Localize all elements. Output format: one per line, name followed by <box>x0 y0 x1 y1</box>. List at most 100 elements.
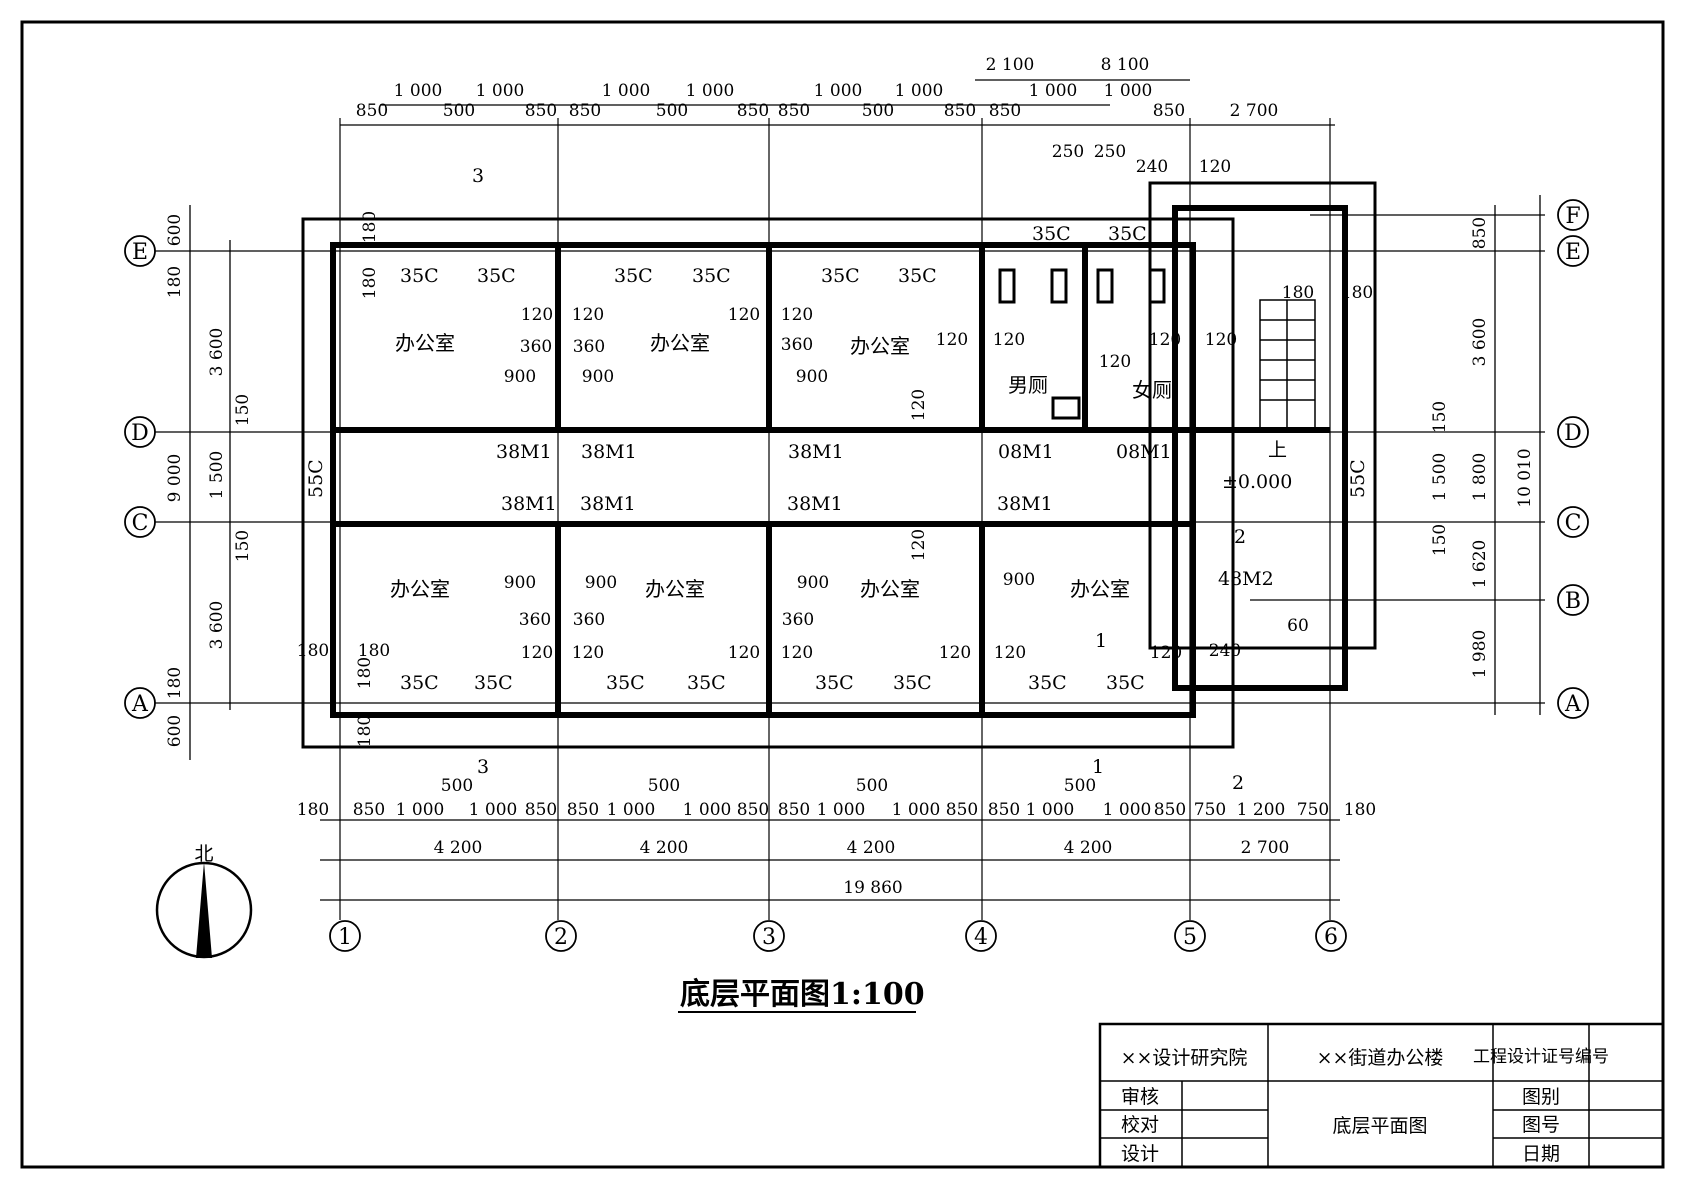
dim-interior: 120 <box>728 643 760 663</box>
title-block-institute: ××设计研究院 <box>1121 1047 1248 1069</box>
window-tag: 35C <box>614 265 653 287</box>
dim-top: 500 <box>443 101 475 121</box>
room-office: 办公室 <box>395 331 455 355</box>
door-tag: 38M1 <box>580 493 636 515</box>
dim-interior: 240 <box>1209 641 1241 661</box>
dim-top: 1 000 <box>394 81 443 101</box>
room-office: 办公室 <box>850 334 910 358</box>
dim-bottom: 850 <box>1154 800 1186 820</box>
window-tag-55c: 55C <box>305 459 327 498</box>
dim-top: 500 <box>862 101 894 121</box>
dim-interior: 360 <box>573 610 605 630</box>
window-tag: 35C <box>606 672 645 694</box>
dim-interior: 60 <box>1287 616 1309 636</box>
dim-interior: 180 <box>358 641 390 661</box>
dim-interior: 900 <box>797 573 829 593</box>
axis-label-2: 2 <box>554 925 568 950</box>
dim-top: 1 000 <box>476 81 525 101</box>
toilet-fixtures <box>998 268 1166 420</box>
window-tag: 35C <box>400 265 439 287</box>
dimension-lines <box>189 79 1541 901</box>
dim-right-total: 10 010 <box>1515 448 1535 507</box>
dim-top: 850 <box>525 101 557 121</box>
window-tag: 35C <box>1028 672 1067 694</box>
dim-bottom: 850 <box>353 800 385 820</box>
stair-up-label: 上 <box>1268 439 1287 461</box>
dim-left: 180 <box>355 715 375 747</box>
door-tag: 08M1 <box>1116 441 1172 463</box>
dim-bottom-total: 19 860 <box>843 878 902 898</box>
dim-bottom: 850 <box>946 800 978 820</box>
walls <box>301 181 1377 749</box>
section-mark: 3 <box>477 756 489 778</box>
dim-interior: 360 <box>520 337 552 357</box>
dim-left: 600 <box>165 214 185 246</box>
dim-bottom: 1 000 <box>469 800 518 820</box>
dim-bottom: 850 <box>988 800 1020 820</box>
dim-left: 180 <box>355 657 375 689</box>
door-tag: 38M1 <box>997 493 1053 515</box>
dim-top: 250 <box>1094 142 1126 162</box>
room-office: 办公室 <box>650 331 710 355</box>
dim-bottom: 1 000 <box>683 800 732 820</box>
drawing-title: 底层平面图1:100 <box>680 977 925 1012</box>
title-block-check: 校对 <box>1121 1114 1159 1136</box>
window-tag: 35C <box>692 265 731 287</box>
dim-bottom: 1 000 <box>607 800 656 820</box>
title-block-number: 图号 <box>1522 1114 1560 1136</box>
dim-interior: 120 <box>994 643 1026 663</box>
dim-bottom: 1 200 <box>1237 800 1286 820</box>
axis-label-6: 6 <box>1324 925 1338 950</box>
north-arrow-icon <box>155 861 253 959</box>
dim-interior: 900 <box>504 367 536 387</box>
dim-interior: 900 <box>796 367 828 387</box>
dim-bottom: 500 <box>648 776 680 796</box>
room-office: 办公室 <box>390 577 450 601</box>
sheet-border <box>20 20 1665 1169</box>
dim-interior: 900 <box>585 573 617 593</box>
room-office: 办公室 <box>645 577 705 601</box>
dim-right: 3 600 <box>1470 318 1490 367</box>
dim-interior: 120 <box>939 643 971 663</box>
window-tag: 35C <box>1106 672 1145 694</box>
dim-top: 250 <box>1052 142 1084 162</box>
section-mark: 3 <box>472 165 484 187</box>
dim-bottom: 1 000 <box>892 800 941 820</box>
dim-left: 180 <box>360 267 380 299</box>
dim-top: 850 <box>569 101 601 121</box>
window-tag: 35C <box>1108 223 1147 245</box>
dim-interior: 900 <box>1003 570 1035 590</box>
section-mark: 2 <box>1234 526 1246 548</box>
dim-bottom: 500 <box>441 776 473 796</box>
window-tag-55c: 55C <box>1347 459 1369 498</box>
dim-top: 240 <box>1136 157 1168 177</box>
dim-interior: 360 <box>781 335 813 355</box>
elevation-mark: ±0.000 <box>1222 471 1292 493</box>
dim-interior: 180 <box>1282 283 1314 303</box>
dim-left: 9 000 <box>165 454 185 503</box>
dim-interior: 360 <box>519 610 551 630</box>
dim-interior: 120 <box>572 643 604 663</box>
axis-label-c-right: C <box>1565 511 1582 536</box>
axis-label-1: 1 <box>338 925 352 950</box>
dim-bottom: 850 <box>567 800 599 820</box>
title-block-date: 日期 <box>1522 1143 1560 1165</box>
dim-top: 850 <box>989 101 1021 121</box>
window-tag: 35C <box>687 672 726 694</box>
dim-left: 3 600 <box>207 328 227 377</box>
dim-interior: 120 <box>521 643 553 663</box>
door-tag: 38M1 <box>787 493 843 515</box>
door-tag: 38M1 <box>501 493 557 515</box>
dim-right: 150 <box>1430 401 1450 433</box>
dim-bottom: 2 700 <box>1241 838 1290 858</box>
dim-interior: 120 <box>909 529 929 561</box>
window-tag: 35C <box>474 672 513 694</box>
dim-right: 1 800 <box>1470 453 1490 502</box>
axis-label-f-right: F <box>1565 204 1580 229</box>
dim-top: 120 <box>1199 157 1231 177</box>
section-mark: 1 <box>1092 756 1104 778</box>
window-tag: 35C <box>400 672 439 694</box>
dim-top: 850 <box>944 101 976 121</box>
axis-label-d-right: D <box>1564 421 1582 446</box>
